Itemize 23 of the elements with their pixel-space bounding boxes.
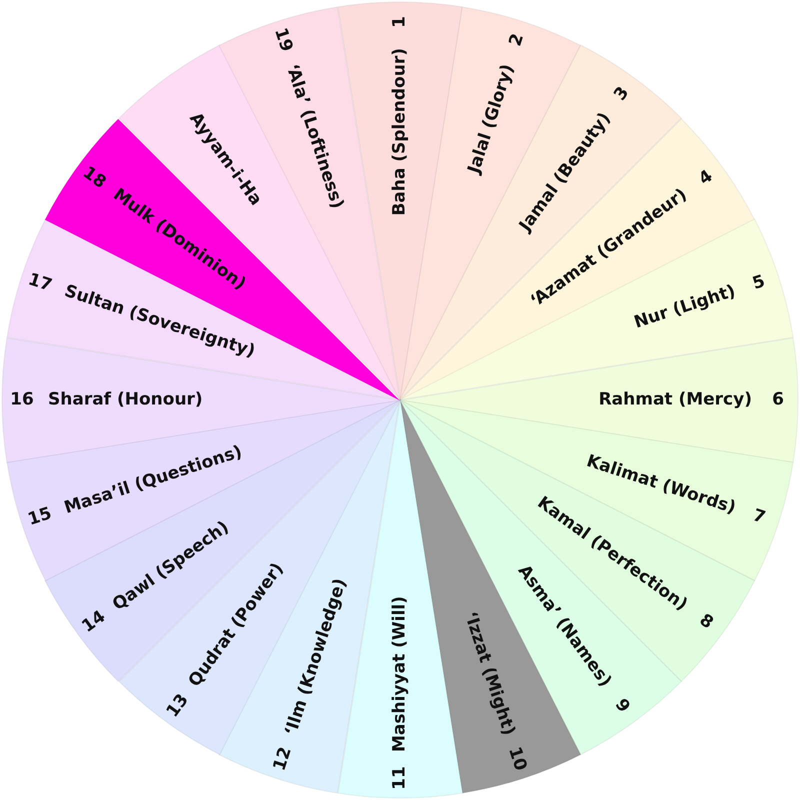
month-number: 3 — [611, 84, 634, 104]
month-number: 7 — [750, 506, 768, 528]
month-number: 5 — [750, 272, 768, 294]
month-number: 13 — [163, 690, 192, 721]
month-number: 12 — [270, 745, 296, 774]
month-number: 2 — [506, 32, 528, 49]
month-number: 18 — [79, 163, 110, 192]
month-number: 10 — [504, 745, 530, 774]
month-number: 16 — [10, 390, 34, 410]
month-number: 9 — [611, 696, 634, 716]
month-number: 1 — [390, 16, 410, 28]
month-name: Rahmat (Mercy) — [598, 390, 752, 410]
month-number: 8 — [696, 611, 716, 634]
month-number: 11 — [390, 766, 410, 790]
month-name: Mashiyyat (Will) — [390, 596, 410, 752]
month-number: 17 — [26, 270, 55, 296]
month-number: 19 — [270, 26, 296, 55]
month-number: 15 — [26, 504, 55, 530]
month-number: 4 — [696, 166, 716, 189]
month-name: Sharaf (Honour) — [48, 390, 203, 410]
month-name: Baha (Splendour) — [390, 48, 410, 216]
month-number: 14 — [79, 608, 110, 637]
month-number: 6 — [772, 390, 784, 410]
